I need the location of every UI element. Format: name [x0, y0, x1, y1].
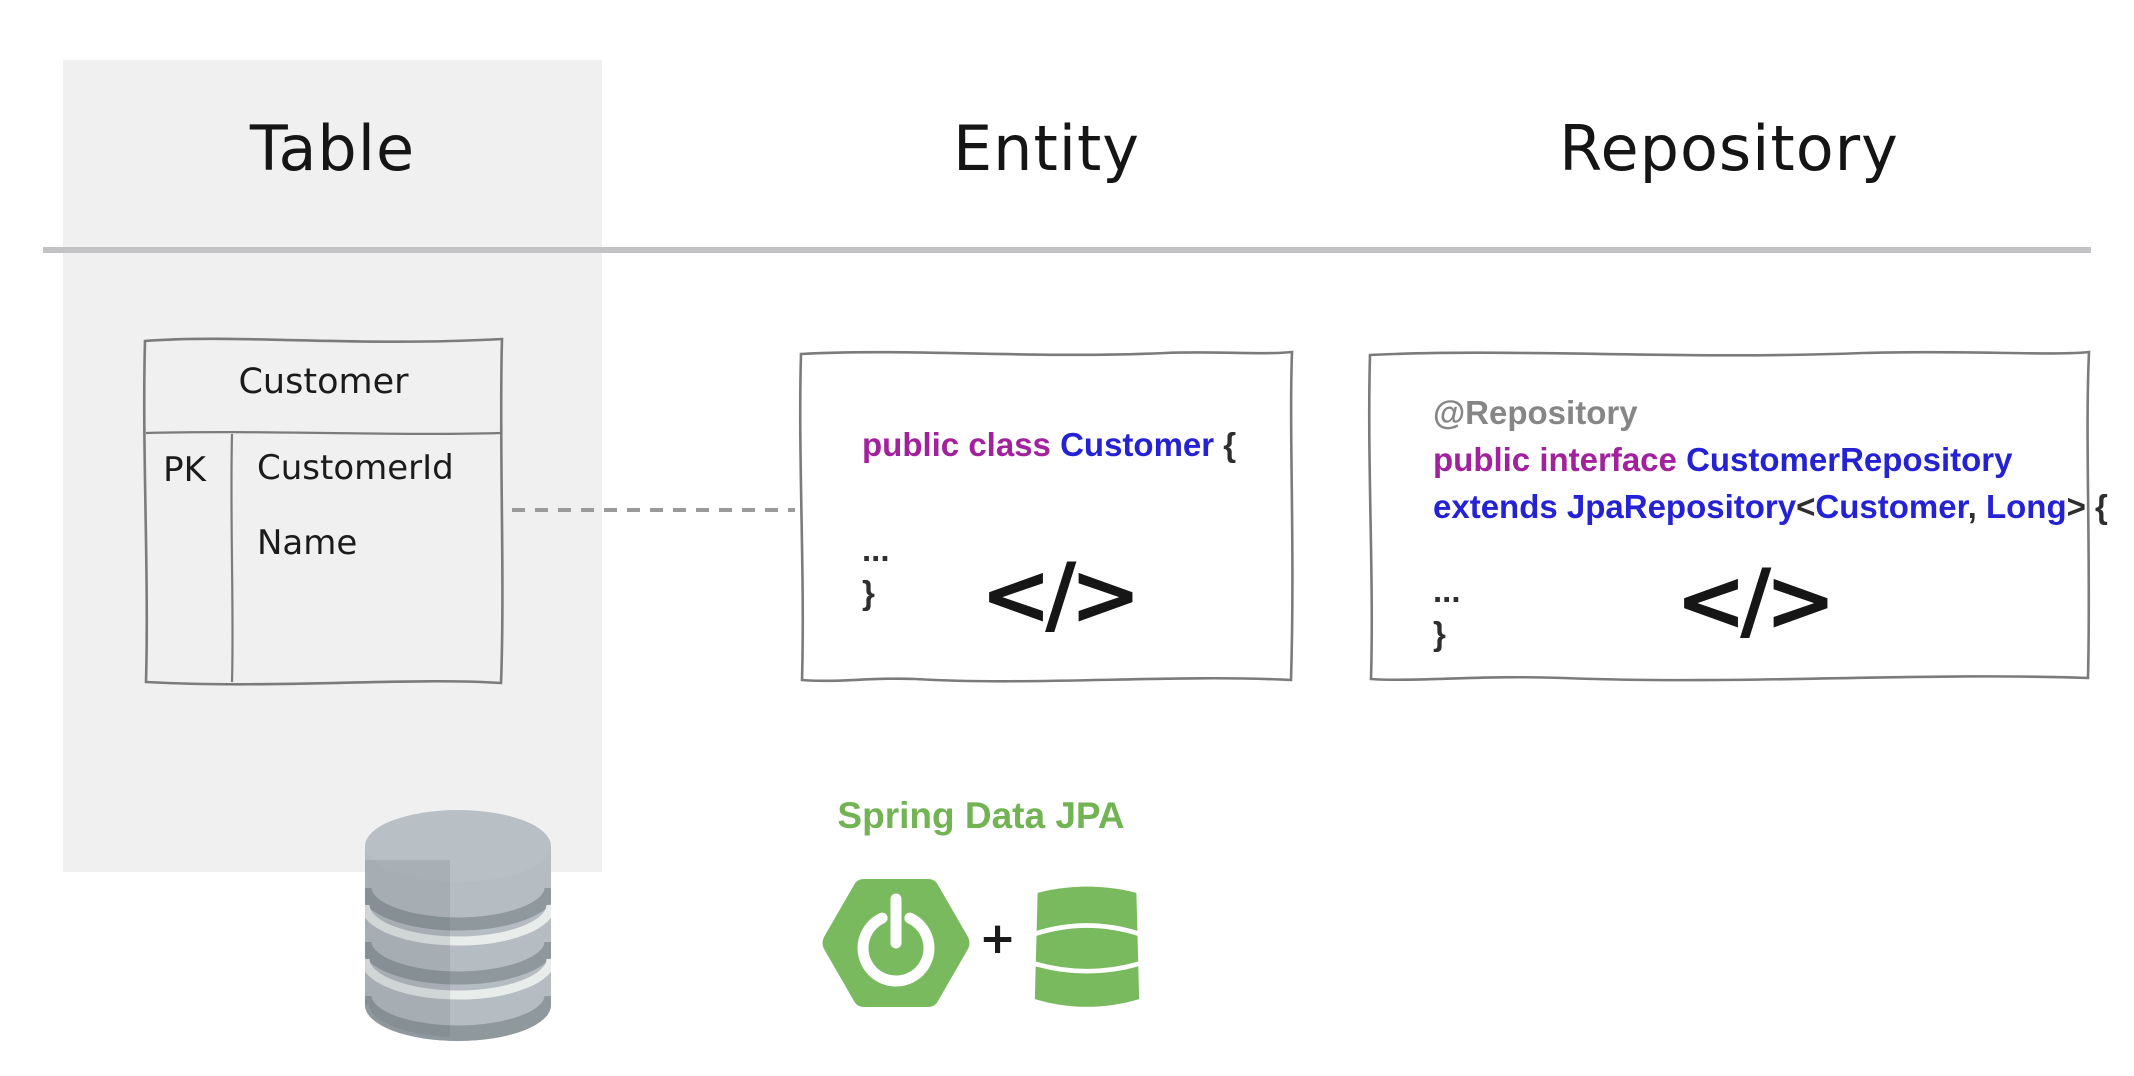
- table-entity-connector: [512, 508, 795, 512]
- repository-code-box: @Repository public interface CustomerRepo…: [1363, 345, 2108, 685]
- table-field-name: Name: [257, 523, 358, 563]
- repository-comma: ,: [1967, 488, 1986, 525]
- table-pk-label: PK: [163, 450, 206, 490]
- entity-keyword: public class: [862, 426, 1061, 463]
- sketch-border: [1367, 350, 2091, 682]
- repository-close-brace: }: [1433, 615, 1446, 652]
- code-icon: </>: [1675, 551, 1837, 651]
- entity-body: ...}: [862, 528, 890, 614]
- repository-generic-type: Customer: [1815, 488, 1968, 525]
- spring-boot-logo-icon: [822, 879, 970, 1007]
- repository-generic-type2: Long: [1985, 488, 2067, 525]
- green-database-icon: [1034, 886, 1140, 1007]
- repository-annotation: @Repository: [1433, 394, 1638, 431]
- repository-code-lines: @Repository public interface CustomerRepo…: [1433, 389, 2108, 530]
- customer-table-box: Customer PK CustomerId Name: [137, 330, 510, 690]
- column-header-table: Table: [249, 112, 416, 185]
- repository-gt-open: > {: [2066, 488, 2108, 525]
- entity-code-line: public class Customer {: [862, 421, 1236, 468]
- repository-keyword: public interface: [1433, 441, 1687, 478]
- sketch-border: [142, 337, 504, 686]
- entity-close-brace: }: [862, 574, 875, 611]
- entity-ellipsis: ...: [862, 531, 890, 568]
- repository-ellipsis: ...: [1433, 572, 1461, 609]
- spring-data-jpa-label: Spring Data JPA: [837, 795, 1125, 836]
- repository-lt: <: [1796, 488, 1816, 525]
- column-header-entity: Entity: [952, 112, 1140, 185]
- plus-sign: +: [979, 913, 1016, 964]
- repository-extends: extends JpaRepository: [1433, 488, 1797, 525]
- repository-type-name: CustomerRepository: [1686, 441, 2013, 478]
- column-header-repository: Repository: [1559, 112, 1899, 185]
- repository-body: ...}: [1433, 569, 1461, 655]
- entity-type-name: Customer: [1060, 426, 1215, 463]
- sketch-border: [798, 350, 1294, 683]
- table-column-panel: [63, 60, 602, 872]
- entity-code-box: public class Customer { ...} </>: [795, 345, 1298, 687]
- gray-database-icon: [365, 810, 551, 1041]
- code-icon: </>: [980, 545, 1142, 645]
- table-title: Customer: [238, 361, 409, 402]
- entity-open-brace: {: [1214, 426, 1237, 463]
- header-divider-line: [43, 247, 2091, 253]
- table-field-customerid: CustomerId: [257, 448, 454, 488]
